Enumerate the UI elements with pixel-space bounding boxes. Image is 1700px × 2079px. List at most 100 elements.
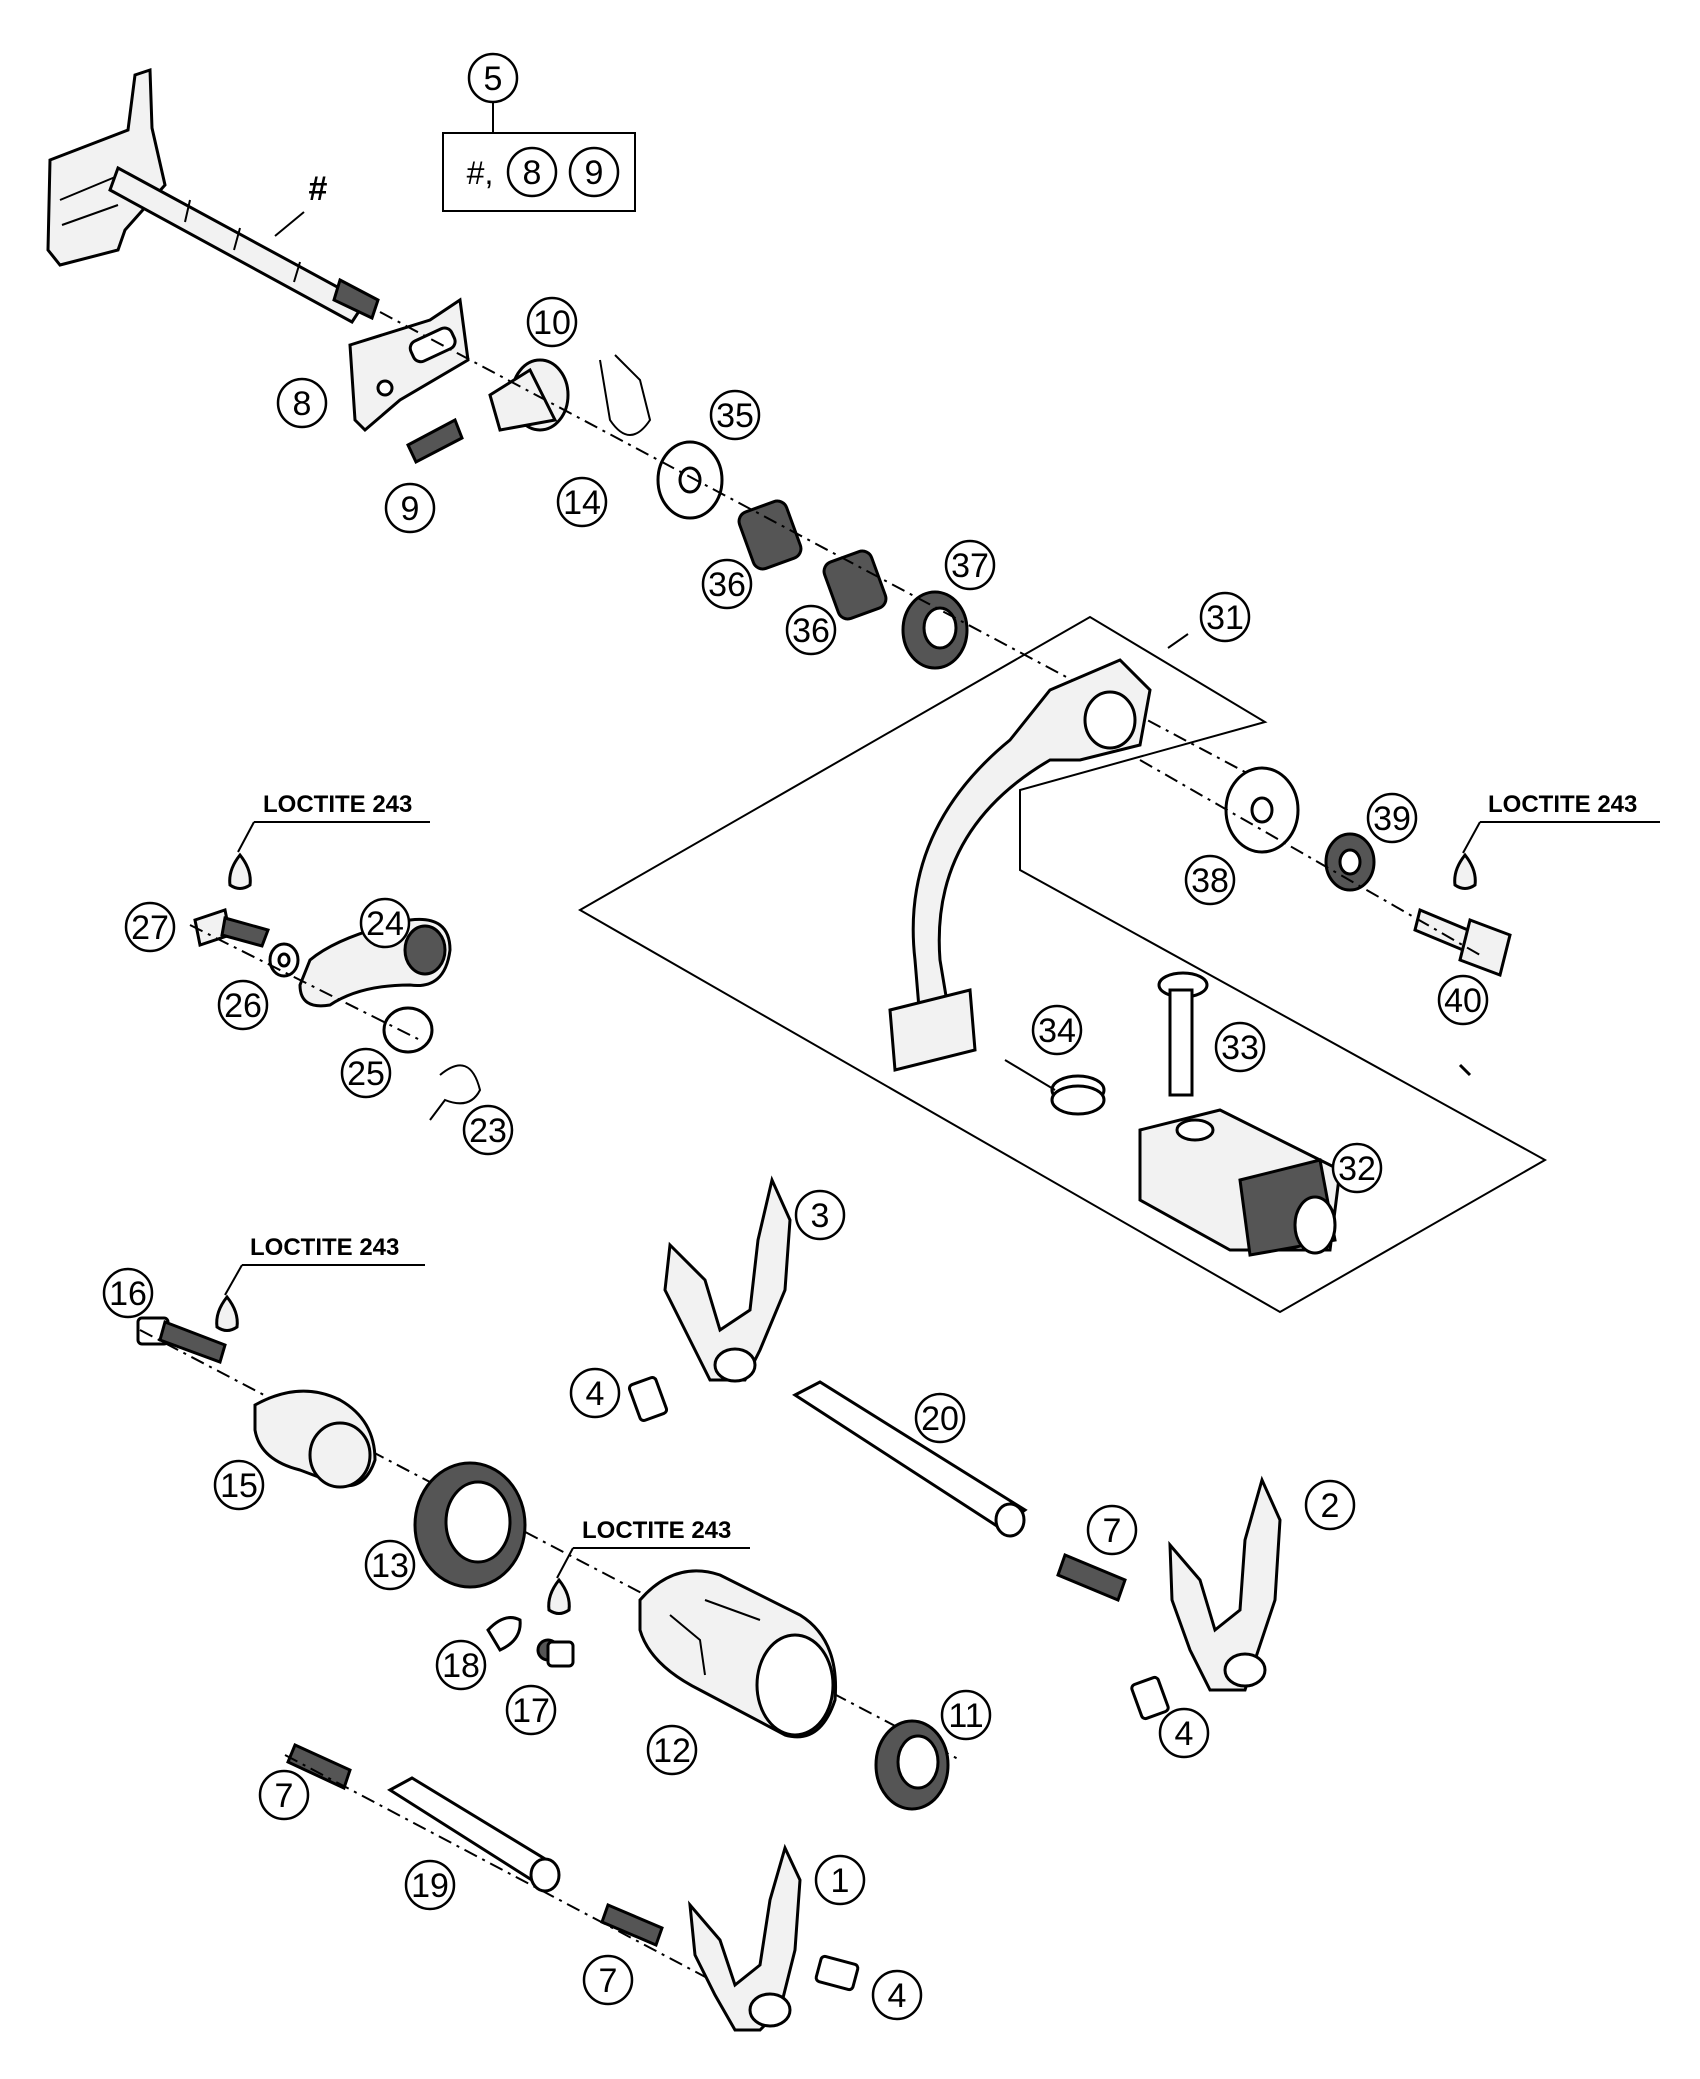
callout-c12: 12 (646, 1724, 698, 1776)
callout-number: 7 (275, 1777, 294, 1815)
callout-number: 36 (792, 612, 830, 650)
callout-circle (1199, 591, 1251, 643)
bolt-16 (136, 1316, 227, 1364)
callout-circle (1158, 1707, 1210, 1759)
callout-circle (814, 1854, 866, 1906)
callout-number: 1 (831, 1862, 850, 1900)
pin-4a (627, 1375, 669, 1423)
callout-circle (359, 897, 411, 949)
bearing-36b (822, 549, 888, 621)
callout-c19: 19 (404, 1859, 456, 1911)
callout-circle (914, 1392, 966, 1444)
callout-circle (646, 1724, 698, 1776)
spring-9 (406, 417, 464, 465)
callout-c14: 14 (556, 476, 608, 528)
callout-circle (1031, 1004, 1083, 1056)
callout-c7c: 7 (582, 1954, 634, 2006)
callout-circle (462, 1104, 514, 1156)
callout-number: 2 (1321, 1487, 1340, 1525)
shift-shaft: # (46, 67, 380, 324)
callout-c5: 5 (467, 52, 519, 104)
callout-circle (1366, 792, 1418, 844)
callout-c13: 13 (364, 1539, 416, 1591)
callout-c35: 35 (709, 389, 761, 441)
callout-circle (102, 1267, 154, 1319)
callout-c34: 34 (1031, 1004, 1083, 1056)
callout-circle (1304, 1479, 1356, 1531)
spring-14 (599, 354, 652, 436)
callout-circle (276, 377, 328, 429)
callout-number: 9 (401, 490, 420, 528)
callout-number: 40 (1444, 982, 1482, 1020)
callout-c9: 9 (384, 482, 436, 534)
callout-number: 39 (1373, 800, 1411, 838)
callout-c4c: 4 (871, 1969, 923, 2021)
seal-37 (901, 590, 969, 670)
spring-23 (429, 1064, 482, 1121)
callout-c16: 16 (102, 1267, 154, 1319)
kit-box: #, (442, 103, 636, 212)
spring-7b (286, 1742, 352, 1791)
callout-circle (709, 389, 761, 441)
kit-box-prefix: #, (467, 155, 494, 191)
callout-circle (435, 1639, 487, 1691)
callout-circle (364, 1539, 416, 1591)
callout-c26: 26 (217, 979, 269, 1031)
callout-number: 17 (512, 1692, 550, 1730)
callout-c4a: 4 (569, 1367, 621, 1419)
spring-7c (600, 1902, 664, 1948)
callout-number: 27 (131, 909, 169, 947)
fork-3 (663, 1175, 792, 1383)
callout-c38: 38 (1184, 854, 1236, 906)
callout-c27: 27 (124, 901, 176, 953)
lever-24 (298, 917, 452, 1008)
callout-circle (944, 539, 996, 591)
callout-circle (701, 558, 753, 610)
callout-number: 26 (224, 987, 262, 1025)
loctite-label-4: LOCTITE 243 (547, 1517, 750, 1615)
callout-circle (404, 1859, 456, 1911)
callout-c36b: 36 (785, 604, 837, 656)
fork-2 (1168, 1475, 1282, 1692)
bearing-11 (874, 1719, 950, 1811)
callout-c8a: 8 (506, 146, 558, 198)
callout-number: 13 (371, 1547, 409, 1585)
bearing-13 (413, 1461, 527, 1589)
callout-c3: 3 (794, 1189, 846, 1241)
washer-35 (656, 440, 724, 520)
callout-c17: 17 (505, 1684, 557, 1736)
callout-c15: 15 (213, 1459, 265, 1511)
callout-circle (794, 1189, 846, 1241)
callout-number: 37 (951, 547, 989, 585)
callout-number: 4 (586, 1375, 605, 1413)
callout-c11: 11 (940, 1689, 992, 1741)
callout-c37: 37 (944, 539, 996, 591)
callout-c20: 20 (914, 1392, 966, 1444)
svg-text:LOCTITE 243: LOCTITE 243 (263, 791, 412, 818)
callout-circle (1331, 1142, 1383, 1194)
callout-circle (1184, 854, 1236, 906)
fork-1 (688, 1843, 802, 2032)
part-10 (488, 358, 570, 432)
pin-4c (814, 1954, 860, 1992)
shift-lever (888, 658, 1152, 1072)
callout-circle (258, 1769, 310, 1821)
bolt-27 (193, 908, 270, 948)
callout-c24: 24 (359, 897, 411, 949)
callout-circle (526, 296, 578, 348)
lockwasher-39 (1324, 832, 1376, 892)
shaft-19 (387, 1776, 561, 1893)
pin-4b (1130, 1675, 1170, 1721)
callout-c32: 32 (1331, 1142, 1383, 1194)
loctite-label-1: LOCTITE 243 (228, 791, 430, 890)
callout-circle (785, 604, 837, 656)
callout-number: 4 (1175, 1715, 1194, 1753)
callout-c2: 2 (1304, 1479, 1356, 1531)
callout-number: 9 (585, 154, 604, 192)
callout-c18: 18 (435, 1639, 487, 1691)
callout-number: 32 (1338, 1150, 1376, 1188)
callout-number: 11 (948, 1697, 983, 1735)
shaft-20 (792, 1380, 1028, 1538)
callout-c36a: 36 (701, 558, 753, 610)
